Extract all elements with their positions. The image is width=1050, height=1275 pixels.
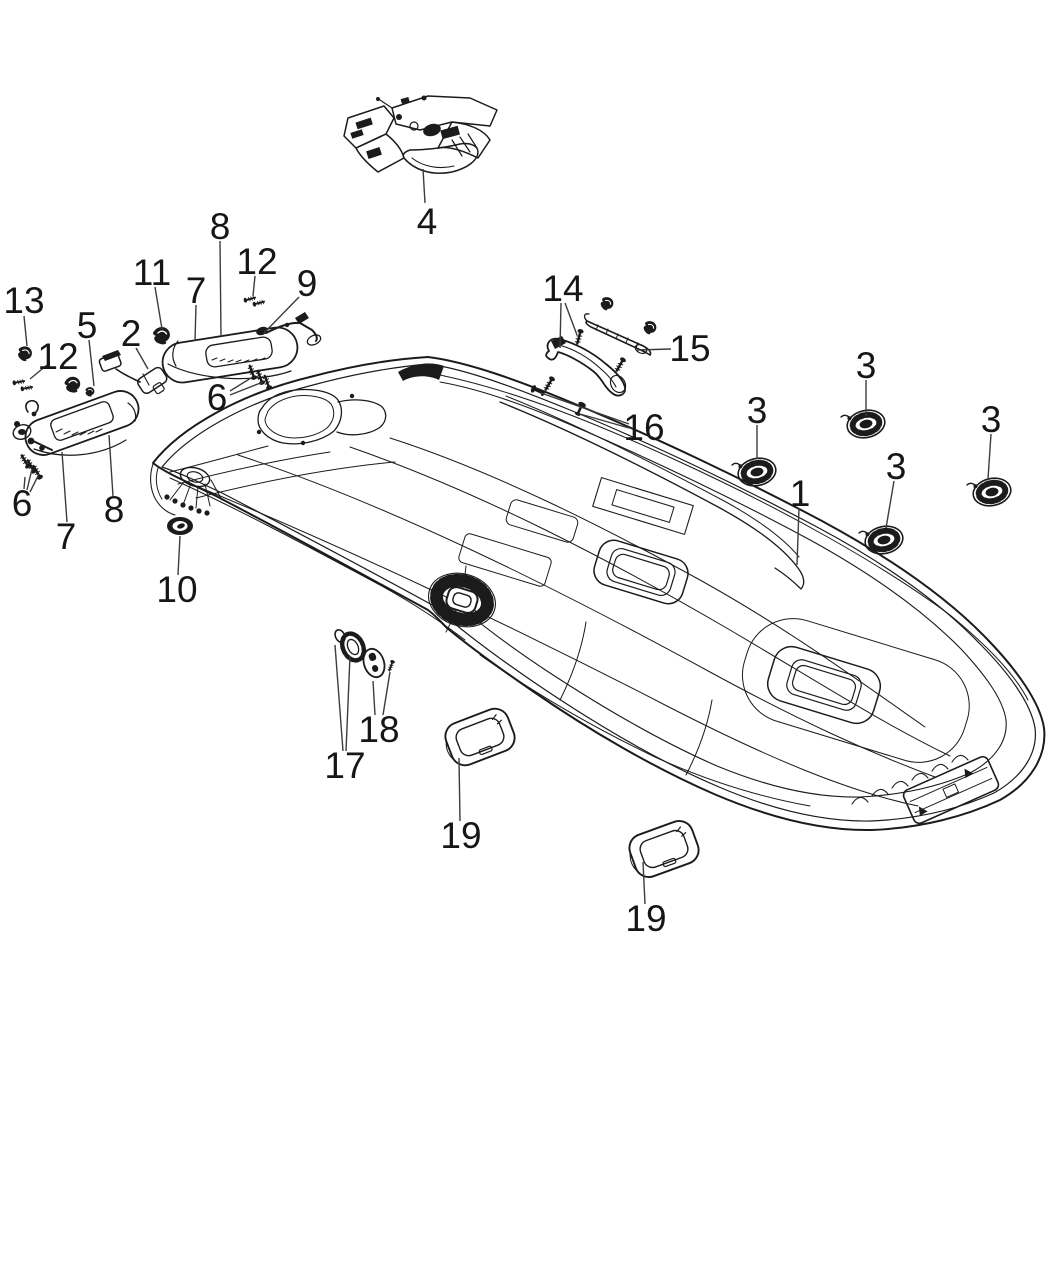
leader-line-6 — [229, 377, 252, 392]
leader-line-5 — [88, 339, 95, 387]
callout-3-17: 3 — [981, 399, 1002, 440]
sunroof-opening — [256, 363, 444, 446]
callout-18-24: 18 — [358, 709, 399, 750]
callout-12-9: 12 — [37, 336, 78, 377]
leader-line-3 — [987, 433, 992, 480]
callout-13-6: 13 — [3, 280, 44, 321]
leader-line-11 — [154, 286, 163, 330]
leader-line-18 — [372, 680, 376, 716]
callout-3-15: 3 — [856, 345, 877, 386]
part-7-8-sun-visor-right — [161, 312, 322, 384]
leader-line-6 — [23, 476, 26, 490]
callout-1-18: 1 — [790, 473, 811, 514]
leader-line-9 — [263, 296, 300, 334]
callout-19-26: 19 — [625, 898, 666, 939]
rear-console-opening — [741, 618, 970, 763]
callout-11-2: 11 — [133, 252, 171, 293]
part-2-visor-wiring — [98, 350, 168, 395]
leader-line-10 — [177, 535, 181, 576]
callout-6-19: 6 — [12, 483, 33, 524]
leader-line-8 — [108, 434, 114, 497]
callout-4-0: 4 — [417, 201, 438, 242]
leader-line-7 — [194, 304, 197, 342]
callout-17-23: 17 — [324, 745, 365, 786]
part-5-7-8-sun-visor-left — [12, 350, 168, 456]
callout-15-12: 15 — [669, 328, 710, 369]
part-15-handle-bracket — [583, 294, 659, 356]
leader-line-6 — [29, 473, 40, 493]
part-1-headliner-panel — [150, 356, 1046, 832]
part-4-overhead-console-bracket — [343, 95, 498, 174]
leader-line-18 — [382, 671, 391, 716]
callout-6-10: 6 — [207, 377, 228, 418]
part-3-dome-lamp — [841, 407, 888, 442]
part-6-screws-left-visor — [17, 452, 45, 482]
part-3-dome-lamp — [967, 475, 1014, 510]
callout-5-7: 5 — [77, 305, 98, 346]
callout-3-16: 3 — [886, 446, 907, 487]
callout-9-5: 9 — [297, 263, 318, 304]
leader-lines — [23, 168, 992, 905]
part-14-grab-handle — [541, 327, 628, 397]
part-3-dome-lamp — [859, 523, 906, 558]
callout-10-22: 10 — [156, 569, 197, 610]
leader-line-15 — [636, 348, 672, 351]
part-10-grommet — [167, 517, 193, 535]
callout-3-14: 3 — [747, 390, 768, 431]
callout-14-11: 14 — [542, 268, 583, 309]
leader-line-12 — [252, 275, 256, 297]
callout-19-25: 19 — [440, 815, 481, 856]
leader-line-4 — [422, 168, 426, 204]
leader-line-6 — [26, 468, 33, 491]
part-18-switch-pod — [362, 647, 397, 679]
part-19-lamp-bezel — [438, 703, 520, 772]
part-12-screws-top — [242, 294, 266, 309]
leader-line-17 — [334, 644, 344, 752]
part-5-clip — [62, 374, 83, 396]
leader-line-16 — [579, 413, 630, 429]
leader-line-3 — [885, 480, 895, 529]
leader-line-19 — [458, 757, 461, 822]
visor-rod-clip — [85, 386, 95, 398]
leader-line-8 — [219, 240, 222, 337]
leader-line-7 — [61, 451, 68, 523]
leader-line-14 — [559, 302, 562, 349]
part-3-dome-lamp — [732, 455, 779, 490]
callout-8-1: 8 — [210, 206, 231, 247]
front-console-mount — [428, 572, 496, 628]
callout-7-4: 7 — [186, 270, 207, 311]
callout-8-21: 8 — [104, 489, 125, 530]
leader-line-17 — [345, 655, 351, 752]
visor-left-pivot — [12, 399, 53, 451]
part-12-screws-left — [11, 377, 34, 393]
leader-line-12 — [29, 364, 48, 380]
part-17-switch-bezels — [334, 629, 367, 663]
callout-2-8: 2 — [121, 313, 142, 354]
leader-line-19 — [642, 861, 646, 905]
front-pillar-detail — [150, 463, 223, 516]
leader-line-2 — [135, 347, 149, 370]
mid-console-opening — [593, 539, 689, 605]
callout-7-20: 7 — [56, 516, 77, 557]
rear-mounting-bracket — [851, 754, 1000, 825]
callout-12-3: 12 — [236, 241, 277, 282]
leader-line-13 — [23, 315, 28, 347]
part-13-clip — [16, 344, 34, 363]
leader-line-1 — [796, 507, 800, 566]
callout-16-13: 16 — [623, 407, 664, 448]
part-19-lamp-bezel — [622, 816, 704, 883]
part-9-visor-pivot — [256, 312, 322, 346]
leader-line-14 — [564, 302, 578, 336]
leader-line-16 — [540, 392, 630, 425]
leader-line-6 — [229, 381, 264, 396]
